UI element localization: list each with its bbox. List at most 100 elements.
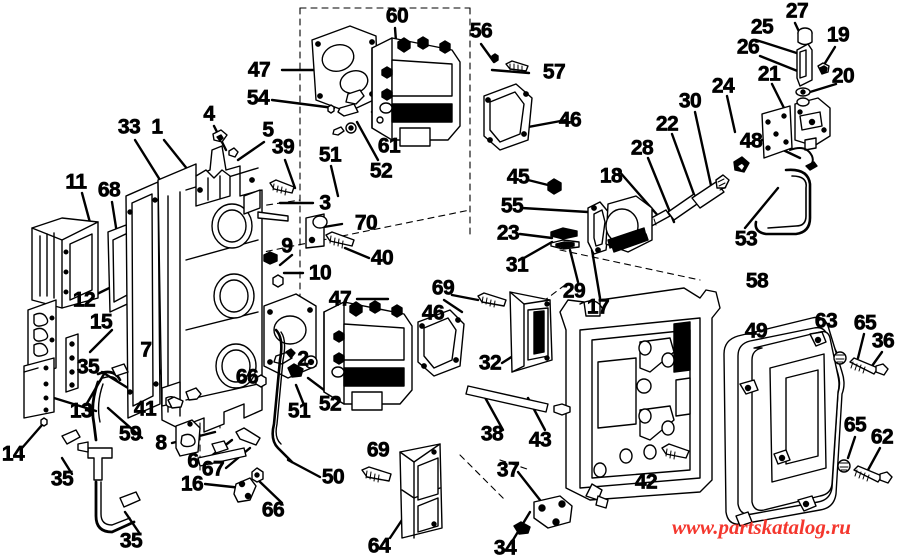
callout-number-10: 10 xyxy=(308,261,332,285)
misc-fasteners xyxy=(167,396,184,409)
callout-number-62: 62 xyxy=(870,425,894,449)
small-fasteners-column xyxy=(212,129,355,288)
callout-number-38: 38 xyxy=(480,422,504,446)
callout-number-33: 33 xyxy=(117,115,141,139)
callout-number-65: 65 xyxy=(843,413,867,437)
callout-number-52: 52 xyxy=(318,392,342,416)
cover-fasteners xyxy=(833,351,893,484)
callout-number-13: 13 xyxy=(69,399,93,423)
callout-number-11: 11 xyxy=(65,170,87,194)
callout-number-41: 41 xyxy=(133,397,157,421)
callout-number-17: 17 xyxy=(586,295,610,319)
callout-number-31: 31 xyxy=(505,253,529,277)
callout-number-69: 69 xyxy=(366,438,390,462)
callout-number-45: 45 xyxy=(506,165,530,189)
callout-number-5: 5 xyxy=(262,118,274,142)
callout-number-53: 53 xyxy=(734,227,758,251)
callout-number-4: 4 xyxy=(203,102,215,126)
callout-number-48: 48 xyxy=(739,129,763,153)
watermark: www.partskatalog.ru xyxy=(672,515,851,539)
callout-number-20: 20 xyxy=(831,64,855,88)
callout-number-61: 61 xyxy=(377,134,401,158)
callout-number-19: 19 xyxy=(826,23,850,47)
callout-number-66: 66 xyxy=(235,365,259,389)
callout-number-35: 35 xyxy=(50,467,74,491)
callout-number-63: 63 xyxy=(814,309,838,333)
callout-number-54: 54 xyxy=(246,86,270,110)
callout-number-69: 69 xyxy=(431,276,455,300)
callout-number-18: 18 xyxy=(599,164,623,188)
component-32 xyxy=(509,291,553,373)
callout-number-37: 37 xyxy=(496,458,520,482)
callout-number-49: 49 xyxy=(744,319,768,343)
cover-49 xyxy=(723,316,845,527)
callout-number-39: 39 xyxy=(271,135,295,159)
callout-number-29: 29 xyxy=(562,279,586,303)
callout-number-42: 42 xyxy=(634,470,658,494)
callout-number-15: 15 xyxy=(89,310,113,334)
callout-number-1: 1 xyxy=(151,115,163,139)
fuel-pump-assembly xyxy=(754,27,831,236)
callout-number-22: 22 xyxy=(655,112,679,136)
gasket-46-top xyxy=(483,83,533,151)
callout-number-50: 50 xyxy=(321,465,345,489)
callout-number-51: 51 xyxy=(287,399,311,423)
callout-number-59: 59 xyxy=(118,422,142,446)
callout-number-40: 40 xyxy=(370,246,394,270)
callout-number-27: 27 xyxy=(785,0,809,23)
gasket-46-lower xyxy=(417,309,465,377)
callout-number-46: 46 xyxy=(421,301,445,325)
callout-number-2: 2 xyxy=(297,347,309,371)
callout-number-52: 52 xyxy=(369,159,393,183)
electrical-bracket-58 xyxy=(559,287,721,509)
callout-number-9: 9 xyxy=(281,234,293,258)
callout-number-28: 28 xyxy=(630,136,654,160)
callout-number-47: 47 xyxy=(247,58,271,82)
rod-38 xyxy=(465,385,571,416)
callout-number-67: 67 xyxy=(201,457,225,481)
callout-number-23: 23 xyxy=(496,221,520,245)
callout-number-3: 3 xyxy=(319,191,331,215)
throttle-linkage xyxy=(547,156,750,255)
callout-number-16: 16 xyxy=(180,472,204,496)
bolt-69-upper xyxy=(477,292,507,308)
callout-number-8: 8 xyxy=(155,431,167,455)
callout-number-21: 21 xyxy=(757,62,781,86)
callout-number-70: 70 xyxy=(354,211,378,235)
fastener-56-57 xyxy=(491,53,529,73)
fuel-hoses xyxy=(61,363,141,534)
callout-number-32: 32 xyxy=(478,351,502,375)
callout-number-30: 30 xyxy=(678,89,702,113)
callout-number-56: 56 xyxy=(469,19,493,43)
callout-number-34: 34 xyxy=(493,536,517,558)
callout-number-24: 24 xyxy=(711,74,735,98)
bolt-42 xyxy=(661,443,690,460)
callout-number-66: 66 xyxy=(261,498,285,522)
callout-number-43: 43 xyxy=(528,428,552,452)
callout-number-35: 35 xyxy=(76,355,100,379)
ignition-module-64 xyxy=(361,443,443,539)
callout-number-58: 58 xyxy=(745,269,769,293)
callout-number-36: 36 xyxy=(871,329,895,353)
callout-number-57: 57 xyxy=(542,60,566,84)
reed-valve-assembly xyxy=(23,217,137,427)
callout-number-51: 51 xyxy=(318,143,342,167)
callout-number-60: 60 xyxy=(385,4,409,28)
callout-number-7: 7 xyxy=(140,338,152,362)
callout-number-35: 35 xyxy=(119,529,143,553)
callout-number-25: 25 xyxy=(750,15,774,39)
bracket-37 xyxy=(513,495,573,535)
callout-number-46: 46 xyxy=(558,108,582,132)
callout-number-26: 26 xyxy=(736,35,760,59)
callout-number-64: 64 xyxy=(367,534,391,558)
callout-number-6: 6 xyxy=(187,449,199,473)
callout-number-68: 68 xyxy=(97,178,121,202)
callout-number-47: 47 xyxy=(328,287,352,311)
callout-number-55: 55 xyxy=(500,194,524,218)
intake-manifold xyxy=(125,145,263,433)
carburetor-upper xyxy=(311,25,461,147)
lower-linkage xyxy=(175,328,318,503)
callout-number-14: 14 xyxy=(1,442,25,466)
